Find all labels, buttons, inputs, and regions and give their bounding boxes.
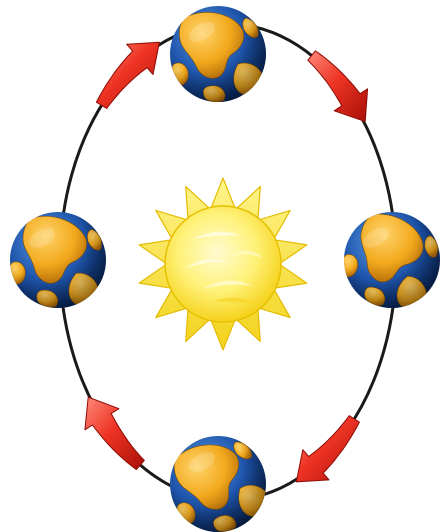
arrow-bottom-right: [296, 416, 359, 482]
earth-right: [331, 205, 448, 321]
arrow-bottom-left: [85, 397, 144, 470]
sun-disc: [165, 206, 281, 322]
arrow-top-right: [308, 51, 368, 122]
earth-left: [3, 211, 110, 316]
arrow-top-left: [96, 42, 159, 108]
earth-top: [170, 6, 266, 102]
earth-bottom: [162, 432, 275, 532]
sun: [139, 178, 307, 350]
